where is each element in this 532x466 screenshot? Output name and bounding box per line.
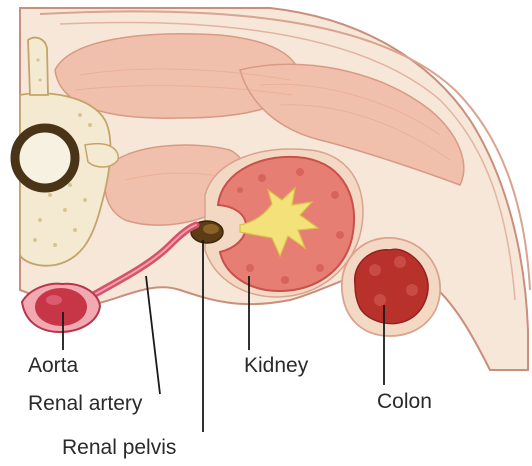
label-kidney: Kidney [244,354,309,377]
label-renal-artery: Renal artery [28,392,143,415]
renal-pelvis-highlight [203,224,219,234]
aorta [22,284,100,332]
label-renal-pelvis: Renal pelvis [62,436,176,459]
spinal-canal [15,128,75,188]
label-aorta: Aorta [28,354,79,377]
colon [342,238,440,336]
leader-renal-artery [146,276,160,394]
label-colon: Colon [377,390,432,413]
